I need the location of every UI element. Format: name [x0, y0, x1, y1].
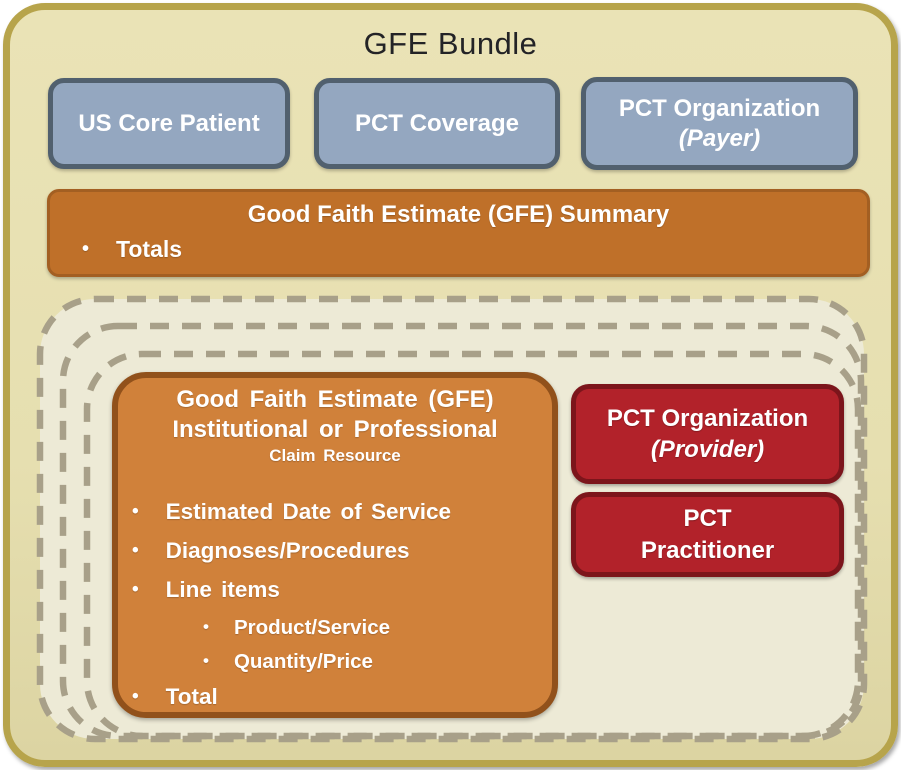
- gfe-summary-title: Good Faith Estimate (GFE) Summary: [247, 201, 670, 228]
- claim-bullet-total: Total: [118, 684, 552, 723]
- gfe-claim-resource-box: Good Faith Estimate (GFE) Institutional …: [112, 372, 558, 718]
- instance-frame-front: [83, 350, 862, 740]
- resource-pct-practitioner: PCT Practitioner: [571, 492, 844, 577]
- resource-label: PCT Organization: [606, 404, 809, 432]
- claim-subbullet-product-service: Product/Service: [118, 616, 552, 650]
- resource-pct-organization-payer: PCT Organization (Payer): [581, 77, 858, 170]
- gfe-summary-bullet-totals: Totals: [50, 236, 867, 263]
- resource-pct-coverage: PCT Coverage: [314, 78, 560, 169]
- claim-title-line3: Claim Resource: [269, 446, 401, 465]
- resource-pct-organization-provider: PCT Organization (Provider): [571, 384, 844, 484]
- claim-title-line1: Good Faith Estimate (GFE): [176, 386, 494, 413]
- gfe-summary-banner: Good Faith Estimate (GFE) Summary Totals: [47, 189, 870, 277]
- claim-bullet-line-items: Line items: [118, 577, 552, 616]
- claim-bullet-list: Estimated Date of Service Diagnoses/Proc…: [118, 499, 552, 723]
- resource-label: PCT Organization: [618, 94, 821, 122]
- page-title: GFE Bundle: [363, 26, 538, 61]
- resource-us-core-patient: US Core Patient: [48, 78, 290, 169]
- claim-subbullet-quantity-price: Quantity/Price: [118, 650, 552, 684]
- resource-label: PCT: [683, 505, 732, 533]
- resource-label: PCT Coverage: [354, 109, 520, 137]
- claim-title-line2: Institutional or Professional: [172, 416, 498, 443]
- resource-label-line2: Practitioner: [640, 536, 775, 564]
- claim-bullet-estimated-date: Estimated Date of Service: [118, 499, 552, 538]
- claim-title: Good Faith Estimate (GFE) Institutional …: [118, 378, 552, 467]
- resource-sublabel: (Payer): [678, 124, 761, 152]
- claim-bullet-diagnoses-procedures: Diagnoses/Procedures: [118, 538, 552, 577]
- resource-sublabel: (Provider): [650, 436, 765, 463]
- resource-label: US Core Patient: [78, 109, 260, 137]
